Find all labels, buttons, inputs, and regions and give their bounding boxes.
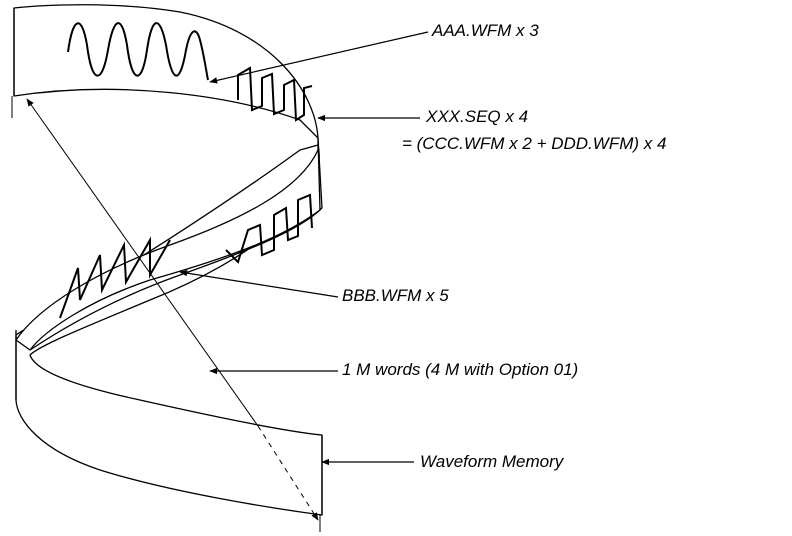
label-aaa-wfm: AAA.WFM x 3 xyxy=(432,21,539,40)
square-waveform-upper xyxy=(237,66,313,122)
leader-arrows xyxy=(179,31,429,466)
square-waveform-lower xyxy=(225,193,313,264)
sine-waveform xyxy=(67,22,209,81)
sawtooth-waveform xyxy=(59,236,171,319)
label-xxx-seq: XXX.SEQ x 4 xyxy=(426,107,529,126)
label-bbb-wfm: BBB.WFM x 5 xyxy=(342,286,449,305)
label-xxx-seq-expansion: = (CCC.WFM x 2 + DDD.WFM) x 4 xyxy=(402,134,667,153)
label-memory-size: 1 M words (4 M with Option 01) xyxy=(342,360,579,379)
label-waveform-memory: Waveform Memory xyxy=(420,452,564,471)
